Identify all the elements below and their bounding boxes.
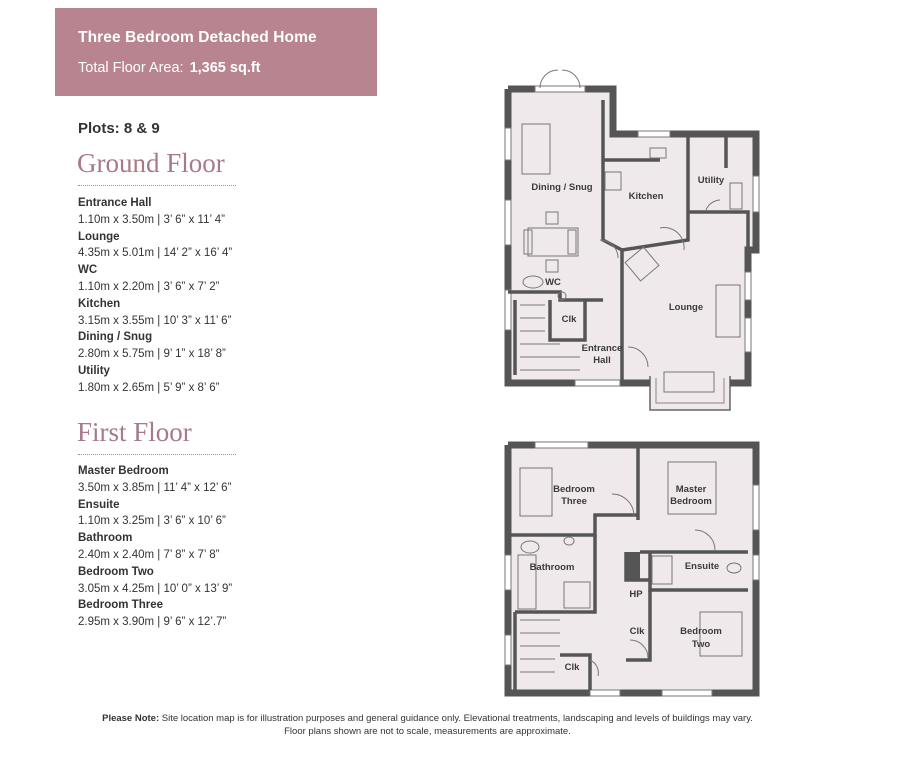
first-floor-furniture: [517, 461, 743, 677]
dining-snug-label: Dining / Snug: [531, 182, 592, 193]
room-name: WC: [78, 264, 98, 277]
bedroom-two-label-2: Two: [692, 639, 710, 650]
room-dimensions: 3.05m x 4.25m | 10’ 0” x 13’ 9”: [78, 582, 233, 595]
clk-label: Clk: [562, 314, 578, 325]
room-name: Bedroom Three: [78, 599, 163, 612]
room-dimensions: 1.10m x 3.50m | 3’ 6” x 11’ 4”: [78, 213, 226, 226]
first-floor-heading: First Floor: [77, 417, 192, 447]
ground-floor-furniture: [520, 123, 743, 393]
ground-floor-divider: [78, 185, 236, 186]
hp-cupboard-mark: [626, 552, 640, 580]
bedroom-three-label-2: Three: [561, 496, 587, 507]
first-floor-outer-walls: [504, 441, 760, 697]
ground-floor-plan: Dining / Snug Kitchen Utility WC Lounge …: [504, 69, 760, 411]
room-dimensions: 2.40m x 2.40m | 7’ 8” x 7’ 8”: [78, 548, 220, 561]
room-dimensions: 2.80m x 5.75m | 9’ 1” x 18’ 8”: [78, 348, 226, 361]
first-floor-room-list: Master Bedroom 3.50m x 3.85m | 11’ 4” x 1…: [78, 463, 232, 631]
ensuite-label: Ensuite: [685, 561, 719, 572]
note-line-2: Floor plans shown are not to scale, meas…: [284, 726, 571, 737]
room-name: Kitchen: [78, 297, 121, 310]
note-label: Please Note:: [102, 713, 160, 724]
first-floor-windows: [504, 441, 760, 697]
ground-floor-outer-walls: [504, 85, 760, 387]
room-name: Ensuite: [78, 498, 120, 511]
master-bedroom-label-2: Bedroom: [670, 496, 712, 507]
wc-label: WC: [545, 277, 561, 288]
house-type-title: Three Bedroom Detached Home: [78, 29, 317, 46]
room-name: Utility: [78, 364, 110, 377]
first-floor-plan: Bedroom Three Master Bedroom Bathroom En…: [504, 441, 760, 697]
ground-floor-area: [508, 89, 756, 383]
lounge-label: Lounge: [669, 302, 703, 313]
room-name: Bedroom Two: [78, 565, 154, 578]
second-clk-label: Clk: [565, 662, 581, 673]
disclaimer-note: Please Note: Site location map is for il…: [0, 712, 855, 738]
room-dimensions: 1.10m x 3.25m | 3’ 6” x 10’ 6”: [78, 515, 226, 528]
utility-label: Utility: [698, 175, 725, 186]
room-dimensions: 2.95m x 3.90m | 9’ 6” x 12’.7”: [78, 616, 227, 629]
bedroom-two-label-1: Bedroom: [680, 626, 722, 637]
room-name: Master Bedroom: [78, 465, 169, 477]
room-dimensions: 3.50m x 3.85m | 11’ 4” x 12’ 6”: [78, 481, 232, 494]
ground-floor-room-list: Entrance Hall 1.10m x 3.50m | 3’ 6” x 11’…: [78, 195, 232, 397]
entrance-hall-label-2: Hall: [593, 355, 610, 366]
room-name: Lounge: [78, 230, 120, 243]
room-name: Entrance Hall: [78, 197, 152, 209]
note-line-1: Site location map is for illustration pu…: [161, 713, 753, 724]
ground-floor-heading: Ground Floor: [77, 148, 225, 178]
room-dimensions: 4.35m x 5.01m | 14’ 2” x 16’ 4”: [78, 247, 233, 260]
title-banner: Three Bedroom Detached Home Total Floor …: [55, 8, 377, 96]
room-name: Dining / Snug: [78, 331, 153, 344]
first-clk-label: Clk: [630, 626, 646, 637]
entrance-hall-label-1: Entrance: [582, 343, 623, 354]
plots-label: Plots: 8 & 9: [78, 120, 160, 137]
floor-area-label: Total Floor Area:: [78, 60, 184, 76]
bedroom-three-label-1: Bedroom: [553, 484, 595, 495]
total-floor-area: Total Floor Area: 1,365 sq.ft: [78, 60, 261, 76]
room-name: Bathroom: [78, 532, 133, 545]
floor-area-value: 1,365 sq.ft: [189, 60, 261, 76]
first-floor-inner-walls: [508, 448, 748, 690]
ground-floor-windows: [504, 85, 760, 387]
kitchen-label: Kitchen: [629, 191, 664, 202]
master-bedroom-label-1: Master: [676, 484, 707, 495]
lounge-bay-window: [649, 376, 731, 411]
hp-label: HP: [629, 589, 643, 600]
room-dimensions: 1.10m x 2.20m | 3’ 6” x 7’ 2”: [78, 280, 220, 293]
room-dimensions: 1.80m x 2.65m | 5’ 9” x 8’ 6”: [78, 381, 220, 394]
room-dimensions: 3.15m x 3.55m | 10’ 3” x 11’ 6”: [78, 314, 232, 327]
first-floor-divider: [78, 454, 236, 455]
bathroom-label: Bathroom: [530, 562, 575, 573]
